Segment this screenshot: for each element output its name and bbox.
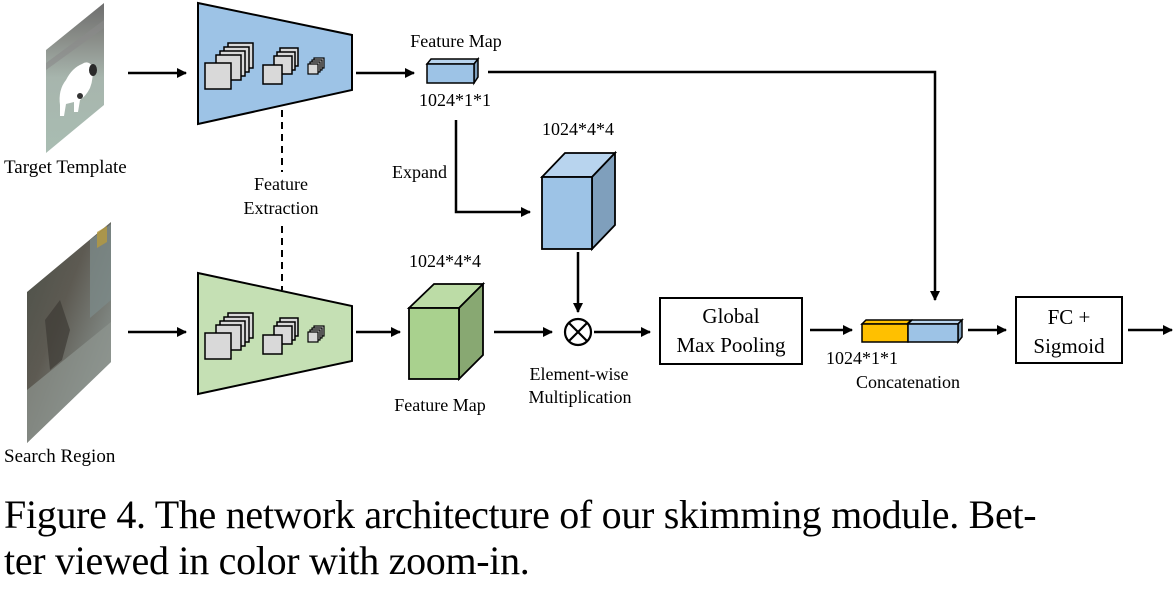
conv-layers-small [307,57,325,75]
conv-layers-small [307,325,325,343]
global-max-pooling-label-line1: Global [702,304,759,328]
feature-extraction-label-line2: Extraction [244,198,319,218]
target-template-image [46,3,104,153]
expanded-cube-dim-label: 1024*4*4 [542,119,614,139]
conv-layers-medium [262,317,299,355]
feature-vector-top [425,56,480,86]
search-feature-cube [406,281,486,382]
feature-extraction-label-line1: Feature [254,174,308,194]
expand-label: Expand [392,162,447,182]
fc-sigmoid-box: FC + Sigmoid [1015,296,1123,364]
figure-caption: Figure 4. The network architecture of ou… [4,492,1174,584]
feature-map-top-label: Feature Map [410,31,501,51]
conv-layers-medium [262,47,299,85]
architecture-diagram: Target Template Search Region [4,1,1173,467]
caption-line-1: Figure 4. The network architecture of ou… [4,492,1037,537]
search-encoder [197,271,353,396]
caption-line-2: ter viewed in color with zoom-in. [4,538,530,583]
global-max-pooling-box: Global Max Pooling [659,297,803,365]
target-template-label: Target Template [4,157,127,178]
element-wise-multiply-icon [563,317,593,347]
elementwise-label-line2: Multiplication [529,387,632,407]
search-region-label: Search Region [4,446,116,467]
concatenation-label: Concatenation [856,372,960,392]
conv-layers-large [204,312,254,360]
feature-map-bottom-label: Feature Map [394,395,485,415]
template-encoder [197,1,353,126]
fc-sigmoid-label-line1: FC + [1048,305,1091,329]
fc-sigmoid-label-line2: Sigmoid [1033,334,1105,358]
feature-vector-dim-label: 1024*1*1 [419,90,491,110]
arrow-feature-vector-to-concat [488,70,940,301]
search-cube-dim-label: 1024*4*4 [409,251,481,271]
conv-layers-large [204,42,254,90]
expanded-feature-cube [539,150,618,252]
pooled-vector-dim-label: 1024*1*1 [826,348,898,368]
global-max-pooling-label-line2: Max Pooling [676,333,786,357]
elementwise-label-line1: Element-wise [530,364,629,384]
search-region-image [27,222,111,443]
concatenated-vector [860,318,964,345]
arrow-expand [454,120,531,217]
